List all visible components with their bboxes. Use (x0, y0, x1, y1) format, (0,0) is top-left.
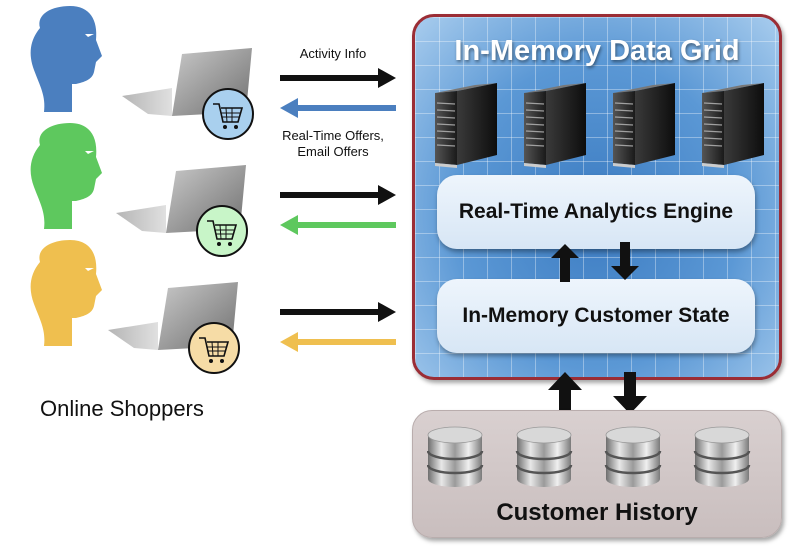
shopping-cart-icon (188, 322, 240, 374)
history-databases (427, 425, 767, 491)
arrow-down-icon (611, 242, 639, 280)
analytics-engine-label: Real-Time Analytics Engine (458, 200, 734, 223)
engine-state-arrows (551, 242, 639, 282)
shopper-row (30, 240, 240, 374)
arrow-up-icon (551, 244, 579, 282)
offers-label: Real-Time Offers, Email Offers (270, 128, 396, 160)
shopper-row (30, 6, 254, 140)
server-icon (524, 83, 586, 168)
grid-title: In-Memory Data Grid (454, 35, 740, 67)
database-icon (515, 426, 573, 487)
offer-arrow-icon (280, 98, 396, 118)
database-icon (693, 426, 751, 487)
offer-arrow-icon (280, 215, 396, 235)
customer-history-label: Customer History (496, 499, 698, 526)
customer-history-panel: Customer History (412, 410, 782, 538)
activity-arrow-icon (280, 68, 396, 88)
shopper-head-icon (30, 123, 102, 229)
database-icon (427, 426, 484, 487)
shopping-cart-icon (196, 205, 248, 257)
online-shoppers-label: Online Shoppers (40, 396, 204, 421)
databases-svg (427, 426, 751, 487)
servers-svg (435, 83, 764, 168)
activity-info-label: Activity Info (299, 46, 367, 61)
shopping-cart-icon (202, 88, 254, 140)
server-icon (613, 83, 675, 168)
analytics-engine-box: Real-Time Analytics Engine (437, 175, 755, 249)
shopper-eye (85, 151, 94, 154)
shoppers-graphic (30, 6, 396, 374)
offers-label-line1: Real-Time Offers, (282, 128, 384, 143)
server-icon (702, 83, 764, 168)
shopper-eye (85, 34, 94, 37)
activity-arrow-icon (280, 185, 396, 205)
in-memory-data-grid-panel: In-Memory Data Grid Real-Time Analytics … (412, 14, 782, 380)
server-icon (435, 83, 497, 168)
customer-state-box: In-Memory Customer State (437, 279, 755, 353)
grid-history-arrows (548, 372, 647, 414)
offers-label-line2: Email Offers (297, 144, 369, 159)
customer-state-label: In-Memory Customer State (462, 304, 730, 327)
shopper-head-icon (30, 6, 102, 112)
arrow-down-icon (613, 372, 647, 414)
database-icon (604, 426, 662, 487)
offer-arrow-icon (280, 332, 396, 352)
arrow-up-icon (548, 372, 582, 414)
shopper-row (30, 123, 248, 257)
grid-servers (429, 79, 769, 171)
shopper-eye (85, 268, 94, 271)
activity-arrow-icon (280, 302, 396, 322)
shopper-head-icon (30, 240, 102, 346)
